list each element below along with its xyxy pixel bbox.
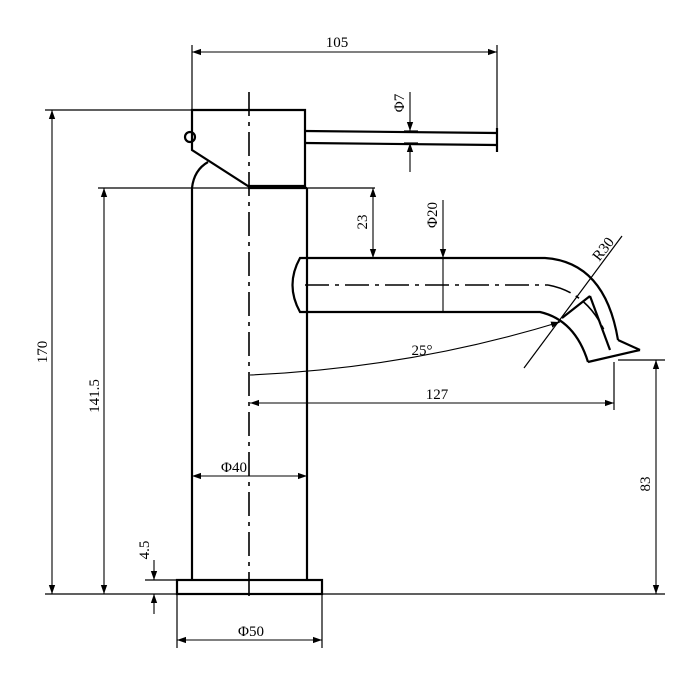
center-lines	[248, 92, 623, 602]
label-body-height: 141.5	[87, 379, 103, 413]
label-spout-reach: 127	[426, 387, 449, 403]
label-base-thickness: 4.5	[137, 541, 153, 560]
label-spout-radius: R30	[590, 235, 618, 265]
label-handle-diameter: Φ7	[392, 93, 408, 112]
label-spout-angle: 25°	[412, 343, 433, 359]
faucet-outline	[175, 108, 641, 596]
label-spout-height: 83	[638, 477, 654, 492]
label-body-diameter: Φ40	[221, 460, 247, 476]
label-total-height: 170	[35, 341, 51, 364]
label-spout-offset: 23	[355, 215, 371, 230]
label-spout-diameter: Φ20	[425, 202, 441, 228]
label-base-diameter: Φ50	[238, 624, 264, 640]
dimension-lines	[48, 48, 660, 644]
label-handle-length: 105	[326, 35, 349, 51]
